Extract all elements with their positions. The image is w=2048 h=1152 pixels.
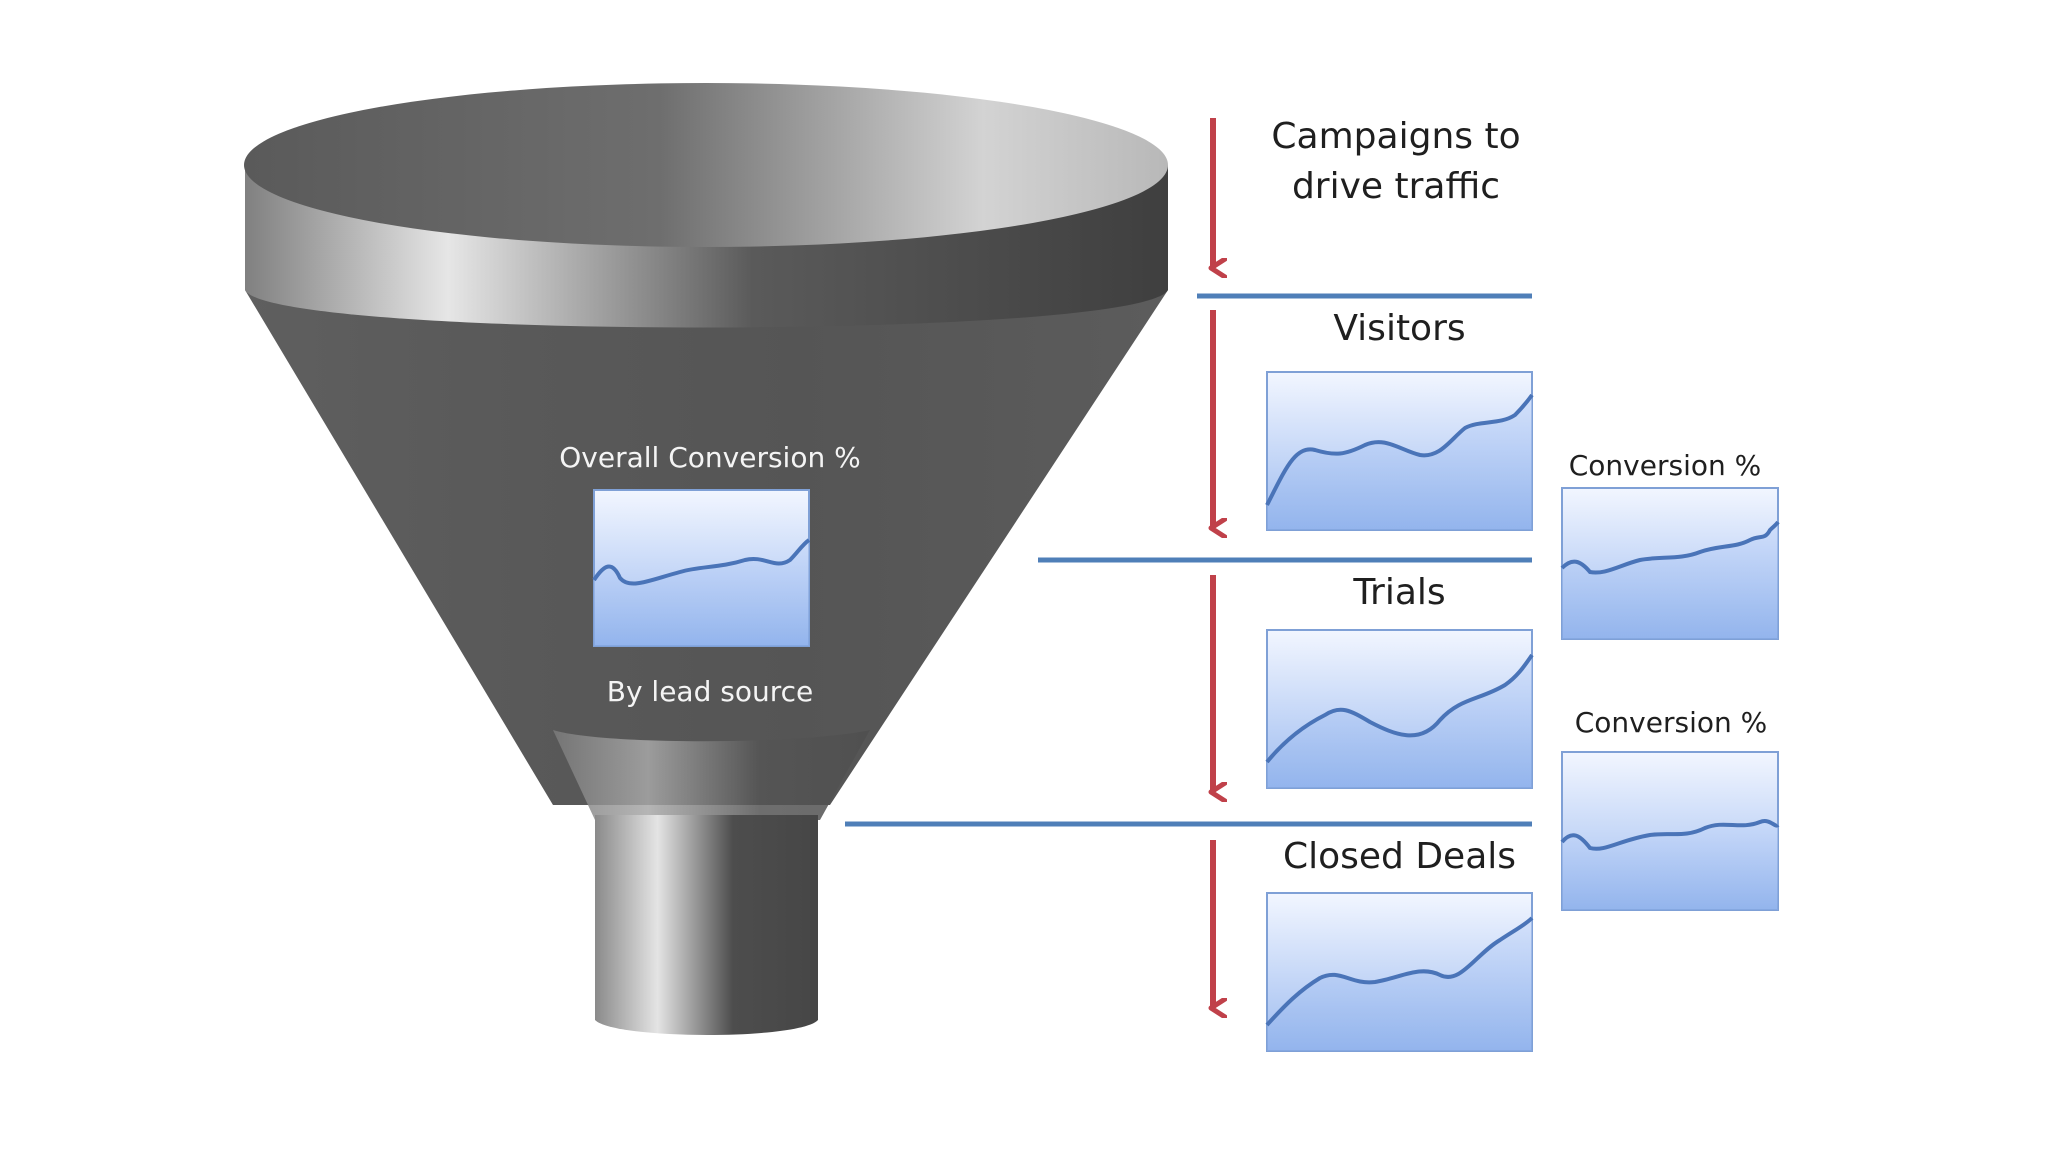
trials-label: Trials <box>1353 572 1446 613</box>
sparkline-conversion-2 <box>1560 751 1780 911</box>
sparkline-trials <box>1265 629 1534 789</box>
sparkline-closed-deals <box>1265 892 1534 1052</box>
conversion-label-2: Conversion % <box>1574 706 1768 739</box>
visitors-label: Visitors <box>1333 308 1466 349</box>
sparkline-visitors <box>1265 371 1534 531</box>
campaigns-line-2: drive traffic <box>1291 166 1501 207</box>
closed-deals-label: Closed Deals <box>1282 836 1517 877</box>
campaigns-line-1: Campaigns to <box>1271 116 1521 157</box>
funnel-cone <box>245 165 1168 805</box>
lead-source-label: By lead source <box>606 675 814 708</box>
sparkline-conversion-1 <box>1560 487 1780 640</box>
funnel-opening <box>244 83 1168 247</box>
conversion-label-1: Conversion % <box>1568 449 1762 482</box>
sparkline-overall <box>592 489 811 647</box>
campaigns-label: Campaigns to drive traffic <box>1236 112 1556 212</box>
funnel-stem <box>595 815 818 1035</box>
funnel-neck <box>553 730 870 820</box>
overall-conversion-label: Overall Conversion % <box>559 441 861 474</box>
